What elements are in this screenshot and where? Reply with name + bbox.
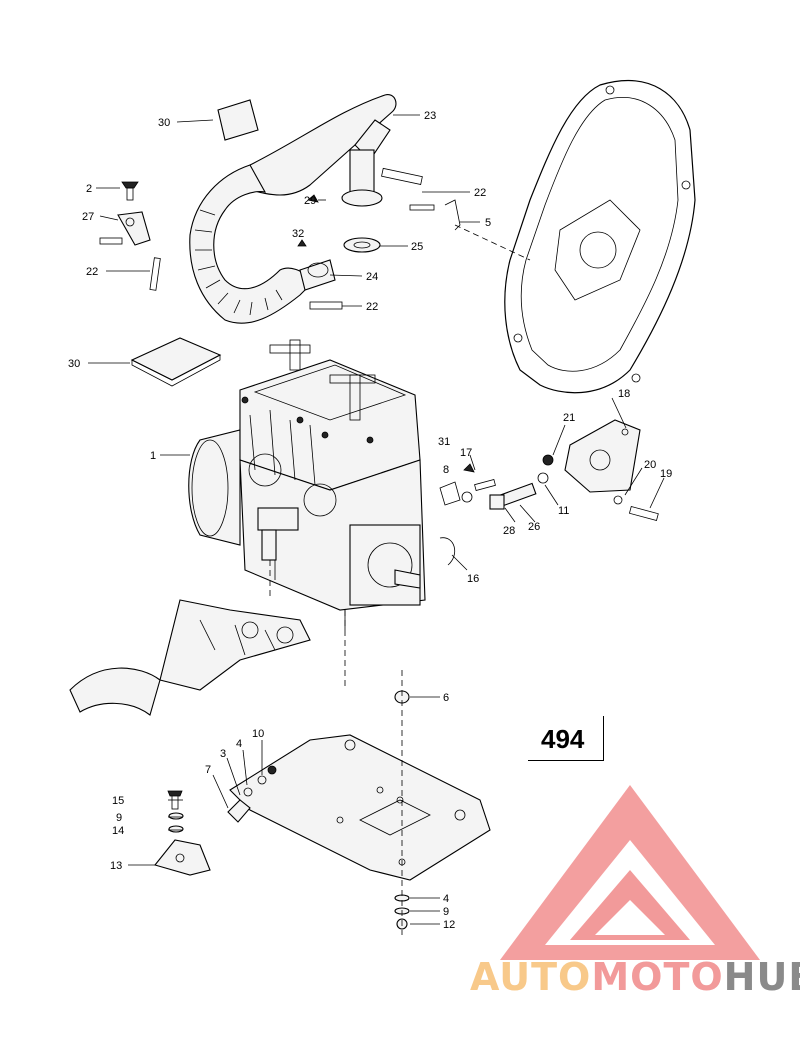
callout-2: 2 bbox=[86, 183, 92, 195]
exhaust-sleeve bbox=[217, 99, 259, 141]
mount-hardware bbox=[439, 454, 659, 566]
callout-25: 25 bbox=[411, 241, 423, 253]
callout-22-top: 22 bbox=[474, 187, 486, 199]
callout-3: 3 bbox=[220, 748, 226, 760]
callout-23: 23 bbox=[424, 110, 436, 122]
callout-9-bottom: 9 bbox=[443, 906, 449, 918]
callout-24: 24 bbox=[366, 271, 378, 283]
callout-26: 26 bbox=[528, 521, 540, 533]
callout-4-bottom: 4 bbox=[443, 893, 449, 905]
callout-22-mid: 22 bbox=[366, 301, 378, 313]
logo-triangle-icon bbox=[500, 785, 760, 960]
callout-18: 18 bbox=[618, 388, 630, 400]
callout-21: 21 bbox=[563, 412, 575, 424]
callout-1: 1 bbox=[150, 450, 156, 462]
callout-8: 8 bbox=[443, 464, 449, 476]
callout-7: 7 bbox=[205, 764, 211, 776]
callout-17: 17 bbox=[460, 447, 472, 459]
logo-moto: MOTO bbox=[591, 955, 724, 999]
callout-20: 20 bbox=[644, 459, 656, 471]
callout-28: 28 bbox=[503, 525, 515, 537]
callout-30-sleeve: 30 bbox=[158, 117, 170, 129]
callout-14: 14 bbox=[112, 825, 124, 837]
center-lines bbox=[269, 224, 531, 935]
callout-13: 13 bbox=[110, 860, 122, 872]
callout-6: 6 bbox=[443, 692, 449, 704]
rear-housing-cover bbox=[504, 80, 696, 394]
callout-30-pad: 30 bbox=[68, 358, 80, 370]
callout-29: 29 bbox=[304, 195, 316, 207]
insulation-pad bbox=[130, 337, 222, 387]
small-hardware bbox=[99, 181, 461, 253]
callout-9-left: 9 bbox=[116, 812, 122, 824]
springs bbox=[149, 167, 423, 310]
page-number: 494 bbox=[541, 724, 585, 754]
callout-11: 11 bbox=[558, 505, 569, 517]
callout-10: 10 bbox=[252, 728, 264, 740]
callout-31: 31 bbox=[438, 436, 450, 448]
logo-hub: HUB bbox=[723, 955, 800, 999]
bottom-hardware bbox=[167, 690, 410, 930]
callout-5: 5 bbox=[485, 217, 491, 229]
callout-labels: 30 23 2 27 29 22 5 32 25 22 24 22 30 18 … bbox=[68, 110, 672, 931]
callout-4-top: 4 bbox=[236, 738, 242, 750]
callout-32: 32 bbox=[292, 228, 304, 240]
page-number-box bbox=[528, 716, 604, 761]
engine-support-frame bbox=[229, 734, 491, 881]
callout-16: 16 bbox=[467, 573, 479, 585]
engine-mount-plate bbox=[564, 419, 641, 493]
support-bracket bbox=[154, 839, 211, 876]
callout-27: 27 bbox=[82, 211, 94, 223]
callout-15: 15 bbox=[112, 795, 124, 807]
intake-manifold bbox=[69, 599, 311, 716]
exhaust-pipe bbox=[189, 94, 397, 324]
callout-19: 19 bbox=[660, 468, 672, 480]
engine-block bbox=[188, 339, 426, 630]
callout-12: 12 bbox=[443, 919, 455, 931]
leader-lines bbox=[88, 114, 665, 925]
callout-22-left: 22 bbox=[86, 266, 98, 278]
logo-auto: AUTO bbox=[470, 955, 592, 999]
logo-wordmark: AUTOMOTOHUB bbox=[470, 955, 800, 999]
